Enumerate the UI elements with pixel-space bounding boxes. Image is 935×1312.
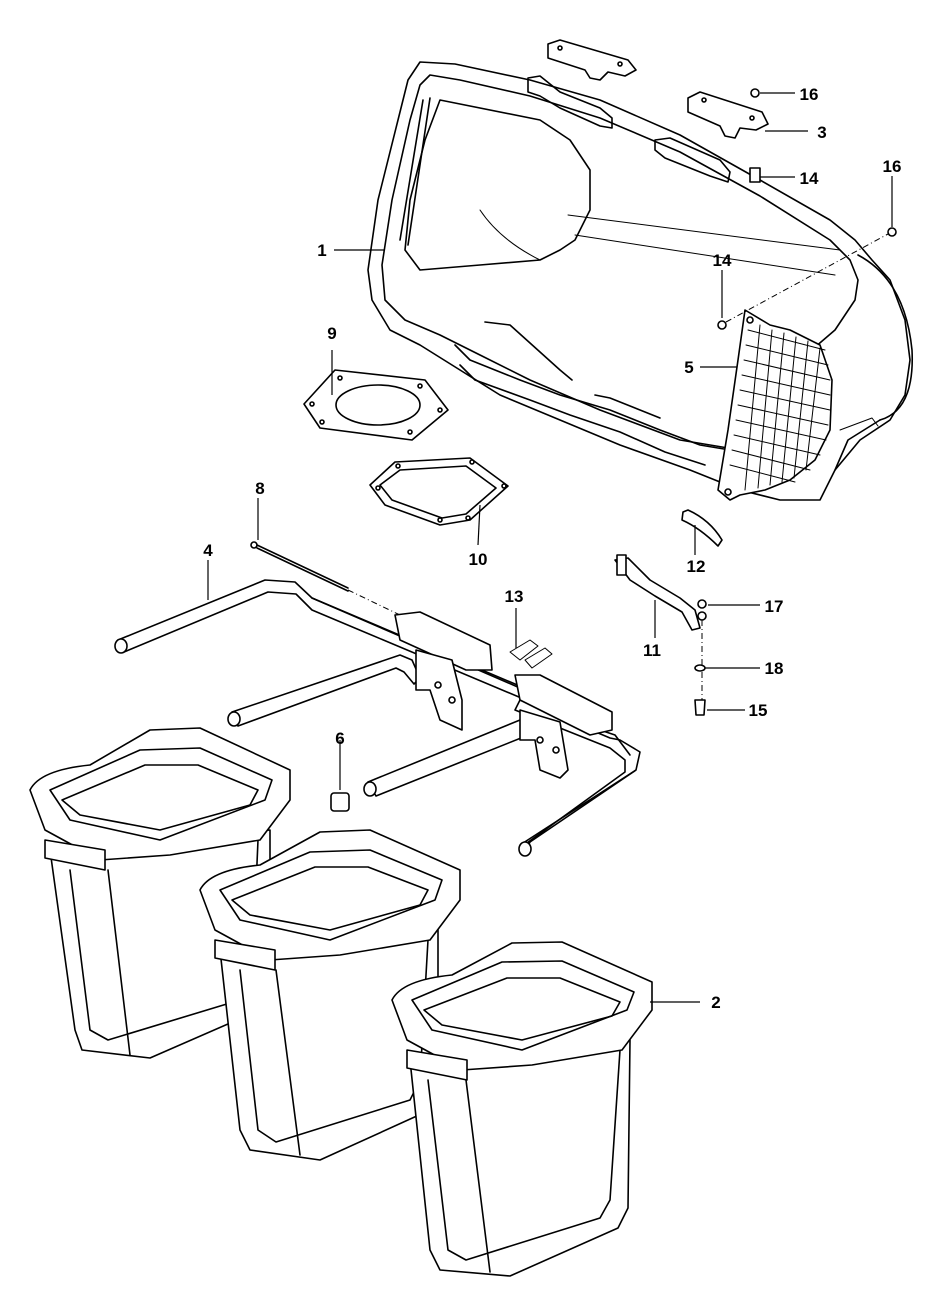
grille-panel [717,309,833,501]
collector-housing [367,61,914,501]
callout-11: 11 [643,641,661,660]
latch-lever [614,554,707,716]
callout-14-mid: 14 [713,251,732,270]
callout-15: 15 [749,701,768,720]
bag-bin-right [391,941,653,1277]
callout-12: 12 [687,557,706,576]
hitch-pins [509,639,553,669]
mounting-bracket [547,39,769,139]
callout-9: 9 [327,324,336,343]
callout-16-right: 16 [883,157,902,176]
callout-13: 13 [505,587,524,606]
callout-16-top: 16 [800,85,819,104]
callout-3: 3 [817,123,826,142]
end-cap [330,792,350,812]
callout-4: 4 [203,541,213,560]
callout-10: 10 [469,550,488,569]
callout-2: 2 [711,993,720,1012]
callout-1: 1 [317,241,326,260]
callout-6: 6 [335,729,344,748]
callout-14-top: 14 [800,169,819,188]
clip-part [681,509,723,547]
leader-lines [207,92,893,1003]
rod [250,541,401,616]
hardware-nut-bolt [717,88,897,330]
callout-17: 17 [765,597,784,616]
bag-bin-middle [199,829,461,1161]
callout-18: 18 [765,659,784,678]
callout-8: 8 [255,479,264,498]
base-plate [303,369,449,441]
callout-5: 5 [684,358,693,377]
gasket-frame [369,457,509,526]
support-frame [114,579,641,857]
